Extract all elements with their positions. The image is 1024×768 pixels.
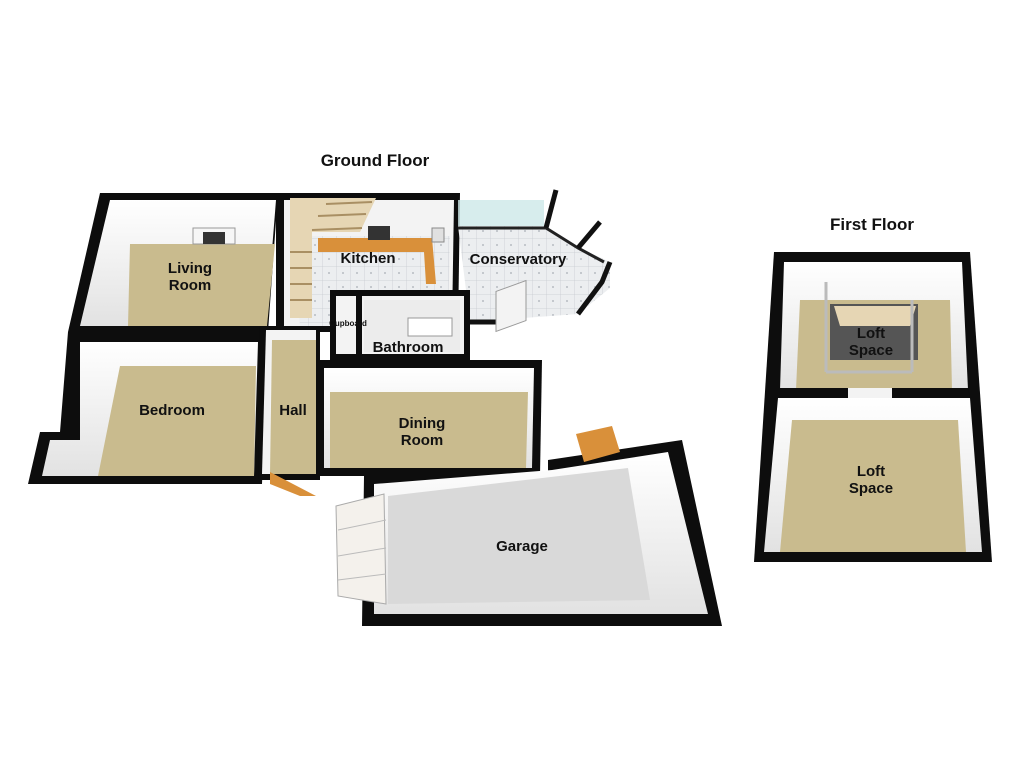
garage-label: Garage [496, 538, 548, 555]
bathroom-label: Bathroom [373, 339, 444, 356]
loft-space-upper-label-line1: Loft [857, 325, 885, 342]
kitchen-label: Kitchen [340, 250, 395, 267]
dining-room-label-line2: Room [401, 432, 444, 449]
garage [335, 426, 722, 626]
hall [258, 326, 320, 496]
first-floor-title: First Floor [830, 215, 914, 234]
kitchen-stairs [290, 198, 376, 318]
loft-space-upper-label-line2: Space [849, 342, 893, 359]
dining-room-label-line1: Dining [399, 415, 446, 432]
living-room-label-line2: Room [169, 277, 212, 294]
loft-space-lower-label-line2: Space [849, 480, 893, 497]
loft-space-lower [764, 398, 982, 552]
loft-space-upper [780, 262, 968, 390]
bedroom [28, 332, 268, 484]
conservatory [458, 189, 613, 333]
loft-stairs [824, 282, 918, 374]
ground-floor: Ground Floor Living Room Kitchen Conserv… [28, 151, 722, 626]
first-floor: First Floor Loft Space Loft Space [754, 215, 992, 562]
hall-label: Hall [279, 402, 307, 419]
dining-room [316, 360, 542, 476]
garage-door [335, 493, 387, 605]
loft-space-lower-label-line1: Loft [857, 463, 885, 480]
bedroom-label: Bedroom [139, 402, 205, 419]
bathroom [330, 290, 470, 360]
cupboard-label: Cupboard [329, 319, 367, 328]
living-room [68, 193, 278, 332]
ground-floor-title: Ground Floor [321, 151, 430, 170]
conservatory-label: Conservatory [470, 251, 567, 268]
living-room-label-line1: Living [168, 260, 212, 277]
